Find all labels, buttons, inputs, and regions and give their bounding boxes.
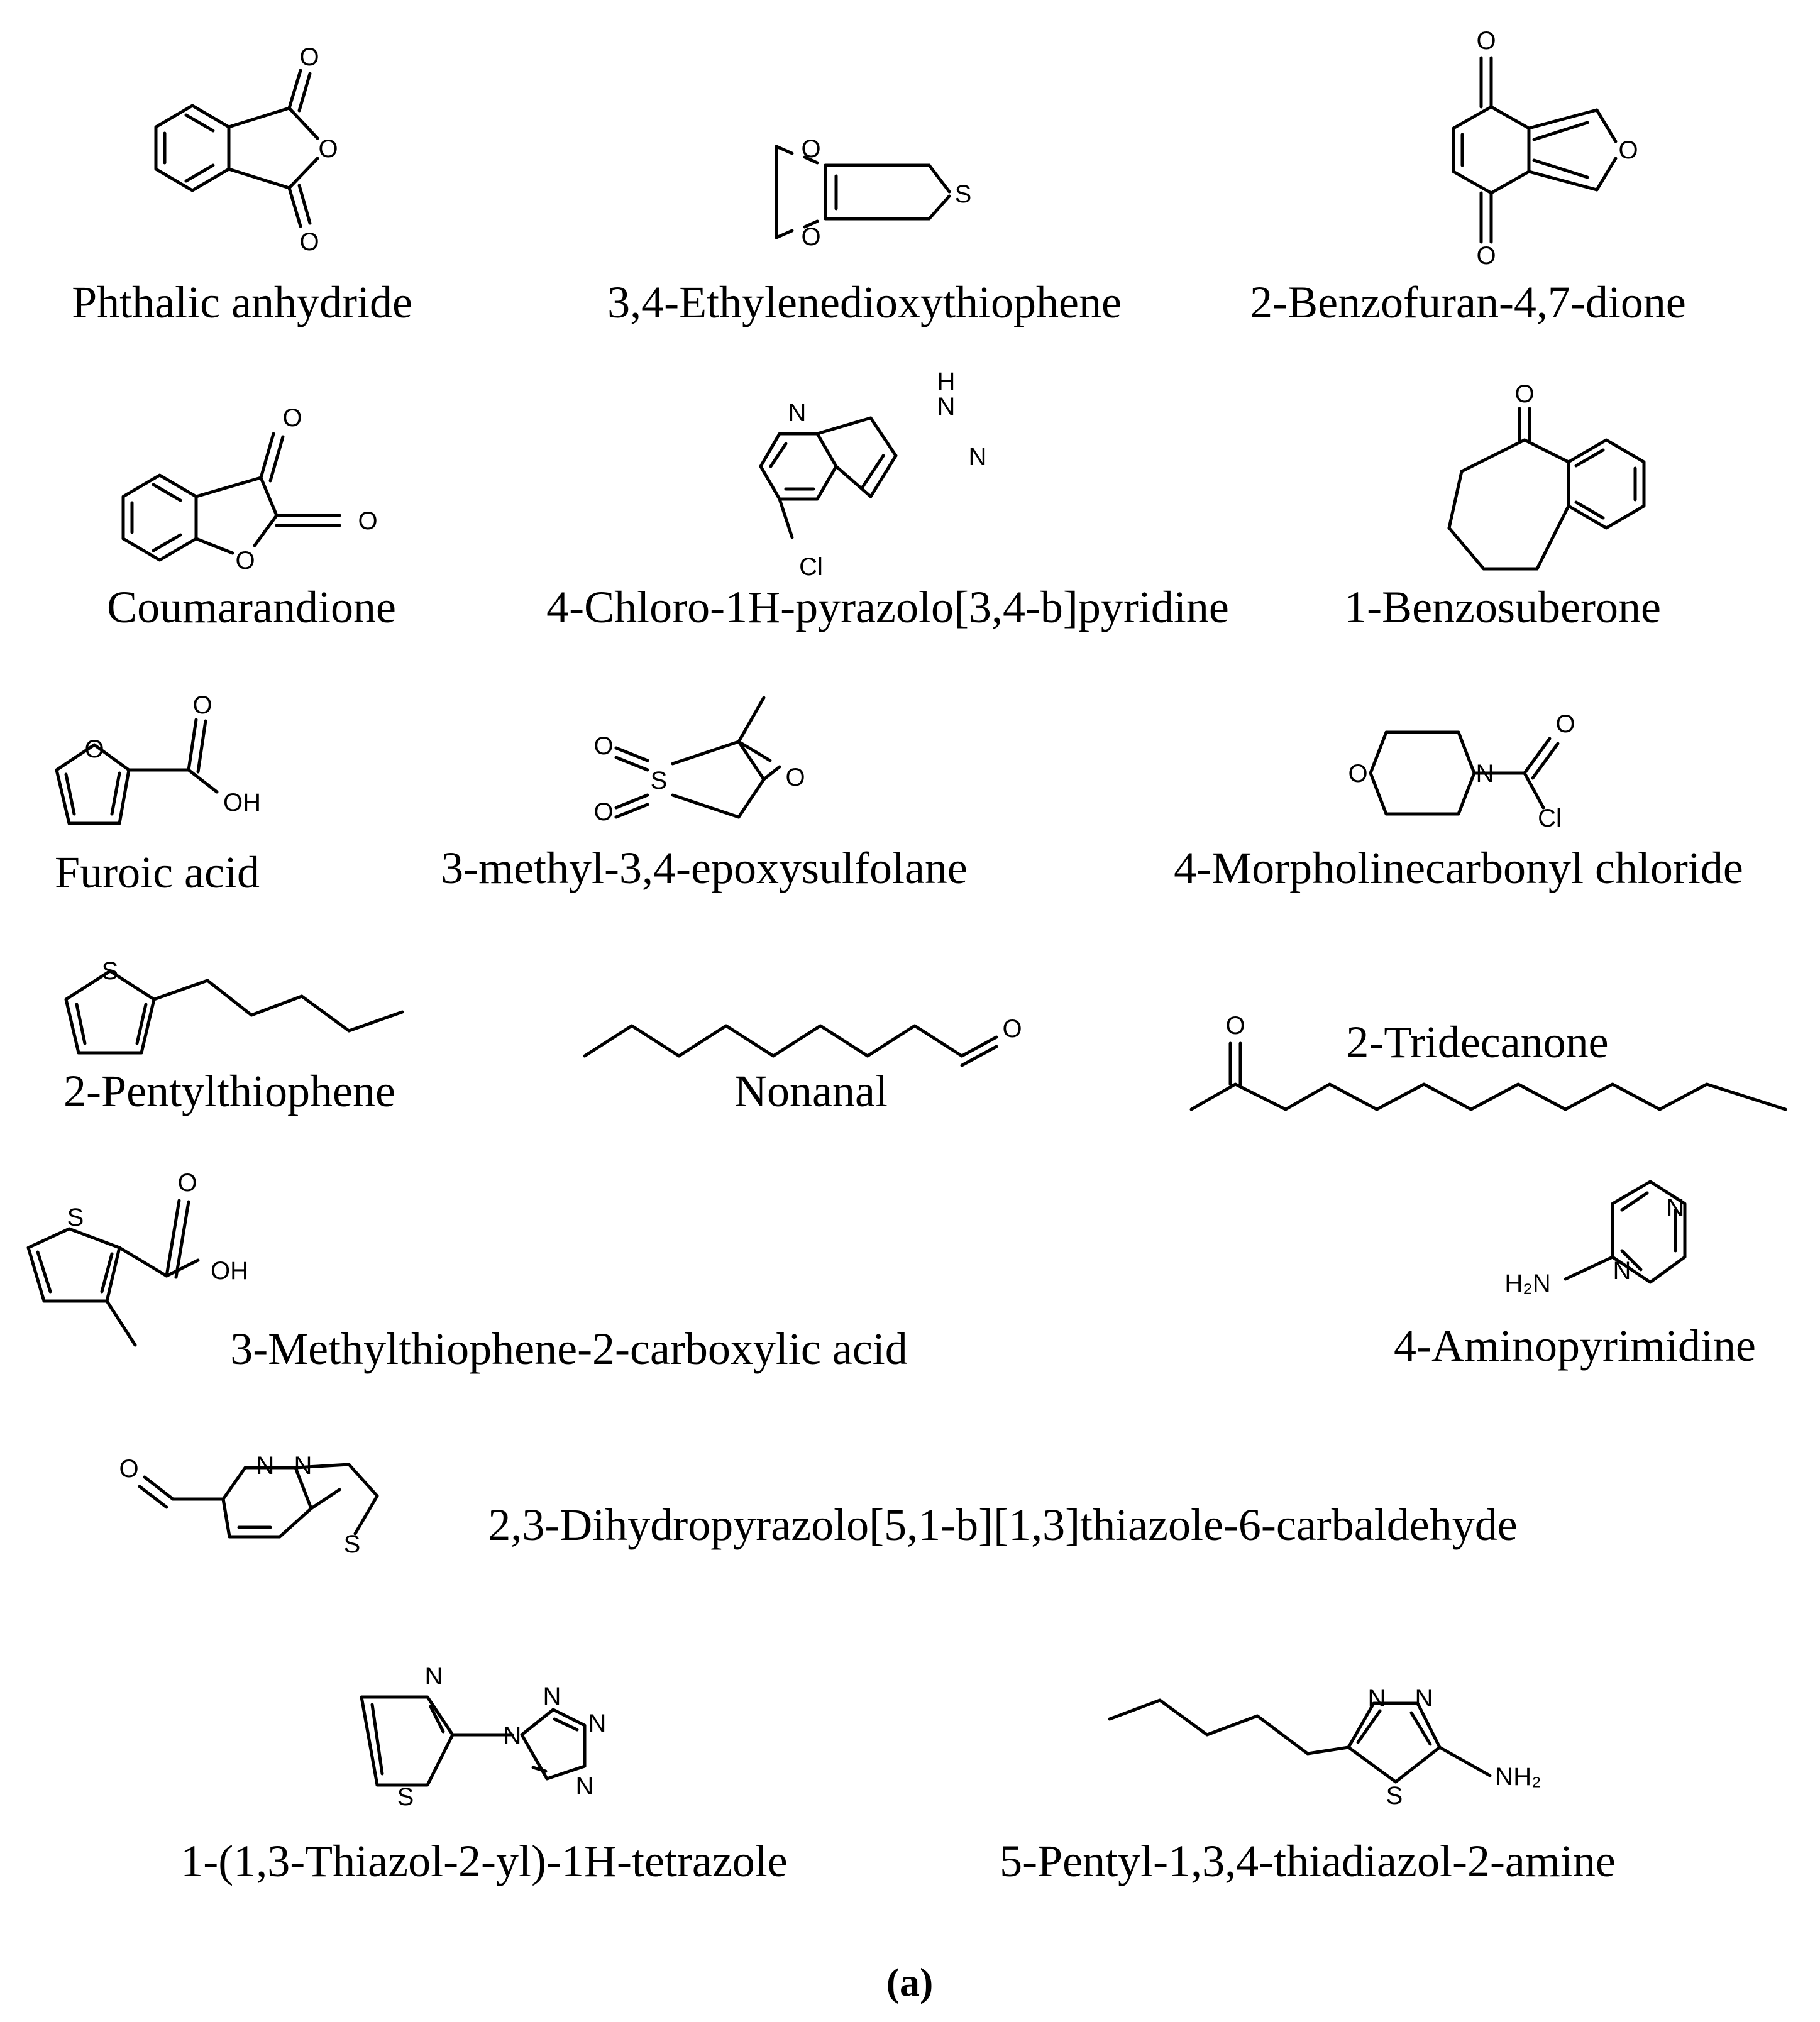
structure-dihydropyrazolothiazole-carbaldehyde: O N N S [119, 1452, 379, 1558]
atom-label: N [1613, 1257, 1631, 1285]
compound-name: Furoic acid [55, 847, 260, 898]
atom-label: OH [211, 1257, 248, 1285]
atom-label: N [504, 1722, 522, 1750]
structure-chloropyrazolopyridine: N H N N Cl [759, 368, 987, 581]
atom-label: O [1348, 760, 1367, 788]
atom-label: N [788, 399, 807, 427]
atom-label: N [1368, 1684, 1386, 1712]
atom-label: O [801, 223, 820, 251]
structure-edot: O O S [775, 135, 972, 251]
structure-furoic-acid: O O OH [55, 691, 261, 825]
compound-name: 4-Chloro-1H-pyrazolo[3,4-b]pyridine [546, 582, 1229, 632]
atom-label: H [937, 368, 956, 395]
atom-label: N [969, 443, 987, 471]
atom-label: S [651, 767, 668, 794]
atom-label: N [425, 1662, 443, 1690]
compound-name: Coumarandione [107, 582, 396, 632]
structure-pentylthiophene: S [64, 957, 404, 1055]
atom-label: O [299, 228, 319, 256]
atom-label: O [299, 43, 319, 71]
structure-morpholinecarbonyl-chloride: O N O Cl [1348, 710, 1575, 832]
compound-name: 2-Benzofuran-4,7-dione [1250, 277, 1686, 327]
structure-coumarandione: O O O [121, 404, 378, 574]
compound-name: 2-Pentylthiophene [63, 1066, 395, 1116]
structure-epoxysulfolane: S O O O [593, 696, 805, 826]
atom-label: O [1514, 380, 1534, 408]
structure-phthalic-anhydride: O O O [154, 43, 338, 256]
atom-label: O [1618, 136, 1638, 164]
atom-label: Cl [1538, 805, 1562, 832]
atom-label: S [344, 1530, 361, 1558]
figure-label: (a) [886, 1960, 934, 2004]
structure-methylthiophene-carboxylic-acid: S O OH [26, 1169, 248, 1347]
atom-label: S [1386, 1782, 1403, 1810]
atom-label: N [1415, 1684, 1433, 1712]
compound-name: 2-Tridecanone [1346, 1017, 1608, 1067]
compound-name: Phthalic anhydride [72, 277, 412, 327]
atom-label: O [192, 691, 212, 719]
compound-name: 3-methyl-3,4-epoxysulfolane [441, 843, 968, 893]
atom-label: N [294, 1452, 312, 1480]
compound-name: 4-Aminopyrimidine [1394, 1321, 1756, 1371]
compound-name: 2,3-Dihydropyrazolo[5,1-b][1,3]thiazole-… [488, 1500, 1517, 1550]
atom-label: N [588, 1710, 607, 1737]
atom-label: N [576, 1772, 594, 1800]
atom-label: S [955, 180, 972, 208]
atom-label: O [235, 547, 255, 574]
compound-name: Nonanal [734, 1066, 888, 1116]
atom-label: OH [223, 789, 261, 816]
atom-label: S [397, 1783, 414, 1811]
atom-label: O [1555, 710, 1575, 738]
atom-label: N [256, 1452, 275, 1480]
compound-name: 3,4-Ethylenedioxythiophene [607, 277, 1122, 327]
atom-label: O [318, 135, 338, 163]
atom-label: O [785, 764, 805, 791]
structure-benzosuberone: O [1447, 380, 1646, 571]
structure-aminopyrimidine: N N H₂N [1504, 1180, 1687, 1297]
atom-label: O [119, 1455, 138, 1483]
structure-pentyl-thiadiazolamine: N N S NH₂ [1108, 1684, 1541, 1810]
compound-name: 1-Benzosuberone [1344, 582, 1661, 632]
atom-label: S [102, 957, 119, 985]
atom-label: O [282, 404, 302, 432]
atom-label: O [1476, 242, 1496, 270]
atom-label: O [1002, 1015, 1022, 1043]
atom-label: H₂N [1504, 1270, 1550, 1297]
structure-nonanal: O [583, 1015, 1022, 1067]
atom-label: N [1667, 1194, 1685, 1222]
atom-label: NH₂ [1495, 1763, 1541, 1791]
compound-name: 4-Morpholinecarbonyl chloride [1174, 843, 1743, 893]
compound-name: 1-(1,3-Thiazol-2-yl)-1H-tetrazole [180, 1836, 788, 1886]
atom-label: N [937, 393, 956, 420]
compound-name: 3-Methylthiophene-2-carboxylic acid [230, 1324, 908, 1374]
atom-label: O [84, 735, 104, 763]
atom-label: O [593, 732, 613, 760]
structure-thiazolyl-tetrazole: N S N N N N [360, 1662, 607, 1811]
atom-label: O [593, 798, 613, 826]
atom-label: O [801, 135, 820, 163]
atom-label: O [1476, 27, 1496, 55]
atom-label: O [177, 1169, 197, 1197]
atom-label: O [1225, 1012, 1245, 1040]
structure-benzofurandione: O O O [1452, 27, 1638, 270]
structure-tridecanone: O [1189, 1012, 1787, 1111]
atom-label: S [67, 1204, 84, 1231]
atom-label: O [358, 507, 377, 535]
atom-label: Cl [799, 553, 823, 581]
compound-name: 5-Pentyl-1,3,4-thiadiazol-2-amine [1000, 1836, 1616, 1886]
atom-label: N [1476, 760, 1494, 788]
atom-label: N [543, 1683, 561, 1710]
